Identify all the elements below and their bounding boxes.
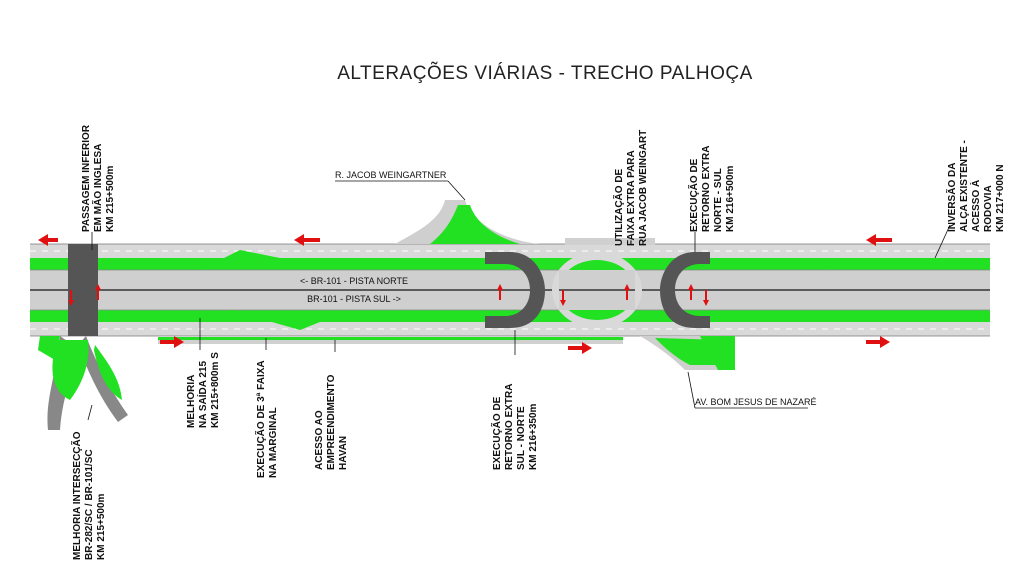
callout-jacob: R. JACOB WEINGARTNER [335, 170, 466, 201]
passagem-line-1: PASSAGEM INFERIOR [81, 124, 92, 232]
arrow-east-2 [568, 342, 592, 354]
saida-line-2: NA SAÍDA 215 [196, 361, 209, 428]
west-interchange [38, 244, 128, 430]
faixa-extra-line-1: UTILIZAÇÃO DE [612, 168, 625, 246]
faixa3-line-1: EXECUÇÃO DE 3ª FAIXA [254, 360, 267, 478]
annotation-inversao: INVERSÃO DA ALÇA EXISTENTE - ACESSO À RO… [945, 140, 1006, 232]
arrow-west-1 [38, 234, 58, 246]
arrow-small-5 [624, 284, 630, 300]
label-pista-norte: <- BR-101 - PISTA NORTE [300, 276, 408, 286]
diagram-title: ALTERAÇÕES VIÁRIAS - TRECHO PALHOÇA [337, 62, 753, 84]
retorno-sn-line-4: KM 216+350m [528, 403, 539, 470]
retorno-sn-line-1: EXECUÇÃO DE [490, 396, 503, 470]
passagem-line-2: EM MÃO INGLESA [91, 144, 104, 232]
arrow-small-6 [688, 284, 694, 300]
label-jacob-weingartner: R. JACOB WEINGARTNER [335, 170, 447, 180]
retorno-ns-line-3: NORTE - SUL [713, 168, 724, 232]
retorno-sn-line-2: RETORNO EXTRA [504, 384, 515, 471]
annotation-acesso-havan: ACESSO AO EMPREENDIMENTO HAVAN [314, 374, 349, 470]
bom-jesus-access [640, 336, 735, 370]
arrow-small-3 [497, 284, 503, 300]
inversao-line-1: INVERSÃO DA [945, 163, 958, 232]
annotation-melhoria-saida: MELHORIA NA SAÍDA 215 KM 215+800m S [186, 352, 221, 428]
jacob-access [395, 200, 540, 244]
arrow-east-3 [866, 336, 890, 348]
annotation-terceira-faixa: EXECUÇÃO DE 3ª FAIXA NA MARGINAL [254, 360, 279, 478]
label-bom-jesus: AV. BOM JESUS DE NAZARÉ [695, 397, 817, 407]
annotation-retorno-norte-sul: EXECUÇÃO DE RETORNO EXTRA NORTE - SUL KM… [687, 146, 736, 233]
arrow-small-1 [68, 290, 74, 306]
retorno-ns-line-4: KM 216+500m [725, 165, 736, 232]
faixa-extra-line-3: RUA JACOB WEINGART [638, 130, 649, 246]
marginal-road [158, 336, 623, 344]
retorno-ns-line-1: EXECUÇÃO DE [687, 158, 700, 232]
havan-line-1: ACESSO AO [314, 410, 325, 470]
arrow-small-4 [560, 290, 566, 306]
inversao-line-5: KM 217+000 N [995, 164, 1006, 232]
havan-line-3: HAVAN [338, 436, 349, 470]
retorno-norte-sul [660, 252, 710, 328]
retorno-sn-line-3: SUL - NORTE [516, 406, 527, 470]
faixa3-line-2: NA MARGINAL [268, 407, 279, 478]
green-wedges [200, 250, 960, 330]
label-pista-sul: BR-101 - PISTA SUL -> [307, 294, 401, 304]
havan-line-2: EMPREENDIMENTO [326, 374, 337, 470]
arrow-west-3 [866, 234, 892, 246]
inversao-line-3: ACESSO À [969, 180, 982, 232]
inversao-line-4: RODOVIA [983, 185, 994, 232]
interseccao-line-1: MELHORIA INTERSECÇÃO [70, 431, 83, 560]
callout-bom-jesus: AV. BOM JESUS DE NAZARÉ [687, 371, 817, 409]
saida-line-1: MELHORIA [186, 375, 197, 428]
inversao-line-2: ALÇA EXISTENTE - [959, 140, 970, 232]
annotation-passagem-inferior: PASSAGEM INFERIOR EM MÃO INGLESA KM 215+… [81, 124, 116, 232]
annotation-retorno-sul-norte: EXECUÇÃO DE RETORNO EXTRA SUL - NORTE KM… [490, 384, 539, 471]
annotation-faixa-extra: UTILIZAÇÃO DE FAIXA EXTRA PARA RUA JACOB… [612, 130, 649, 246]
arrow-east-1 [160, 336, 184, 348]
arrow-west-2 [294, 234, 320, 246]
interseccao-line-3: KM 215+500m [96, 493, 107, 560]
annotation-melhoria-interseccao: MELHORIA INTERSECÇÃO BR-282/SC / BR-101/… [70, 431, 107, 560]
faixa-extra-lane [565, 238, 655, 245]
roundabout-faixa-extra [552, 252, 642, 328]
arrow-small-7 [703, 290, 709, 306]
retorno-ns-line-2: RETORNO EXTRA [701, 146, 712, 233]
faixa-extra-line-2: FAIXA EXTRA PARA [626, 150, 637, 246]
saida-line-3: KM 215+800m S [210, 352, 221, 428]
retorno-sul-norte [485, 252, 545, 328]
passagem-line-3: KM 215+500m [105, 165, 116, 232]
traffic-arrows [38, 234, 892, 354]
interseccao-line-2: BR-282/SC / BR-101/SC [84, 449, 95, 560]
arrow-small-2 [95, 284, 101, 300]
